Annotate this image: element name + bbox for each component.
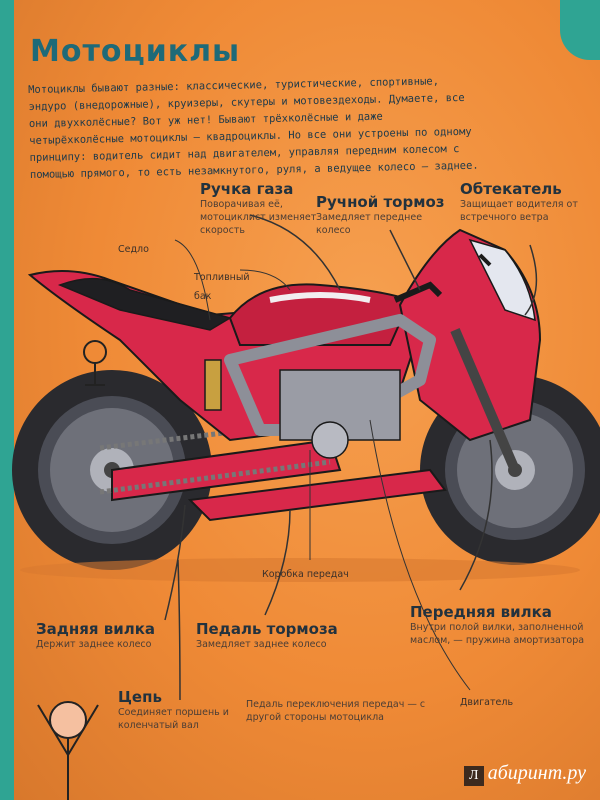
chain-desc: Соединяет поршень и коленчатый вал (118, 707, 229, 731)
hand-brake-title: Ручной тормоз (316, 193, 445, 211)
fairing-desc: Защищает водителя от встречного ветра (460, 199, 578, 223)
page-corner (560, 0, 600, 60)
frame-shape (224, 314, 436, 436)
page-title: Мотоциклы (30, 34, 241, 69)
rear-fork-title: Задняя вилка (36, 620, 156, 638)
brake-pedal-desc: Замедляет заднее колесо (196, 639, 327, 650)
front-fork-callout: Передняя вилка Внутри полой вилки, запол… (410, 603, 590, 647)
rear-swingarm (111, 438, 342, 502)
page-edge (0, 0, 14, 800)
hand-brake-desc: Замедляет переднее колесо (316, 212, 423, 236)
fairing-title: Обтекатель (460, 180, 562, 198)
brake-pedal-callout: Педаль тормоза Замедляет заднее колесо (196, 620, 366, 651)
front-fork-desc: Внутри полой вилки, заполненной маслом, … (410, 622, 585, 646)
rear-fork-callout: Задняя вилка Держит заднее колесо (36, 620, 186, 651)
seat-shape (57, 277, 232, 331)
watermark-badge: Л (463, 766, 484, 786)
fairing-callout: Обтекатель Защищает водителя от встречно… (460, 180, 585, 224)
stick-figure (37, 701, 99, 800)
throttle-callout: Ручка газа Поворачивая её, мотоциклист и… (200, 180, 320, 237)
seat-label: Седло (118, 244, 149, 255)
gearbox-label: Коробка передач (262, 569, 349, 580)
chain-callout: Цепь Соединяет поршень и коленчатый вал (118, 688, 238, 732)
fuel-tank-label: Топливный бак (194, 272, 250, 302)
throttle-title: Ручка газа (200, 180, 294, 198)
rear-fork-desc: Держит заднее колесо (36, 639, 152, 650)
gear-pedal-label: Педаль переключения передач — с другой с… (246, 699, 426, 723)
throttle-desc: Поворачивая её, мотоциклист изменяет ско… (200, 199, 317, 236)
engine-label: Двигатель (460, 697, 514, 708)
front-fork-title: Передняя вилка (410, 603, 552, 621)
hand-brake-callout: Ручной тормоз Замедляет переднее колесо (316, 193, 446, 237)
chain-title: Цепь (118, 688, 162, 706)
brake-pedal-title: Педаль тормоза (196, 620, 338, 638)
watermark-text: абиринт.ру (487, 762, 586, 784)
